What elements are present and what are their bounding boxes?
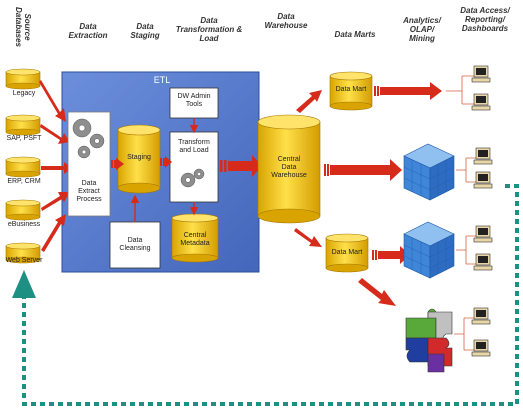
metadata-cylinder — [171, 213, 219, 263]
warehouse-to-mart-arrows — [294, 90, 402, 247]
legacy-cylinder — [5, 68, 41, 90]
puzzle-icon — [405, 308, 453, 373]
computer-icon — [473, 225, 493, 243]
staging-cylinder — [117, 124, 161, 194]
warehouse-cylinder — [257, 114, 321, 224]
sap-cylinder — [5, 114, 41, 136]
computer-icon — [473, 147, 493, 165]
cleansing-box — [109, 221, 161, 269]
source-erp-label: ERP, CRM — [7, 178, 41, 185]
header-warehouse: Data Warehouse — [264, 12, 308, 30]
source-ebusiness-label: eBusiness — [7, 221, 41, 228]
webserver-cylinder — [5, 242, 41, 264]
admin-tools-label: DW Admin Tools — [177, 93, 211, 108]
header-analytics: Analytics/ OLAP/ Mining — [403, 16, 441, 43]
warehouse-label: Central Data Warehouse — [271, 156, 307, 179]
etl-connectors — [130, 118, 199, 222]
staging-label: Staging — [127, 154, 151, 161]
data-mart-bottom — [325, 233, 369, 273]
computer-icon — [471, 65, 491, 83]
feedback-arrowhead — [12, 270, 36, 298]
header-extraction: Data Extraction — [68, 22, 108, 40]
computer-icon — [473, 253, 493, 271]
flow-arrows-etl — [111, 156, 172, 170]
extract-label: Data Extract Process — [76, 180, 102, 203]
source-sap-label: SAP, PSFT — [6, 135, 42, 142]
cleansing-label: Data Cleansing — [119, 237, 151, 252]
source-arrows — [39, 80, 72, 252]
computer-icon — [471, 339, 491, 357]
computer-icons — [471, 65, 493, 357]
erp-cylinder — [5, 156, 41, 178]
source-webserver-label: Web Server — [5, 257, 43, 264]
transform-label: Transform and Load — [178, 139, 210, 154]
header-marts: Data Marts — [334, 30, 376, 39]
olap-cube-top — [403, 143, 455, 201]
header-access: Data Access/ Reporting/ Dashboards — [460, 6, 510, 33]
access-connectors — [446, 75, 476, 351]
olap-cube-bottom — [403, 221, 455, 279]
header-transform: Data Transformation & Load — [175, 16, 243, 43]
data-mart-top-label: Data Mart — [335, 86, 367, 93]
computer-icon — [471, 307, 491, 325]
header-staging: Data Staging — [130, 22, 160, 40]
header-source-label: Source Databases — [14, 6, 32, 48]
gear-icon — [180, 168, 205, 188]
source-cylinders — [5, 68, 41, 264]
data-mart-top — [329, 71, 373, 111]
computer-icon — [473, 171, 493, 189]
etl-to-warehouse-arrow — [220, 155, 262, 177]
metadata-label: Central Metadata — [180, 232, 210, 247]
feedback-loop — [22, 184, 519, 406]
ebusiness-cylinder — [5, 199, 41, 221]
computer-icon — [471, 93, 491, 111]
header-source: Source Databases — [3, 4, 43, 47]
gears-icon — [72, 118, 105, 159]
data-mart-bottom-label: Data Mart — [331, 249, 363, 256]
source-legacy-label: Legacy — [12, 90, 36, 97]
etl-title: ETL — [153, 75, 171, 85]
